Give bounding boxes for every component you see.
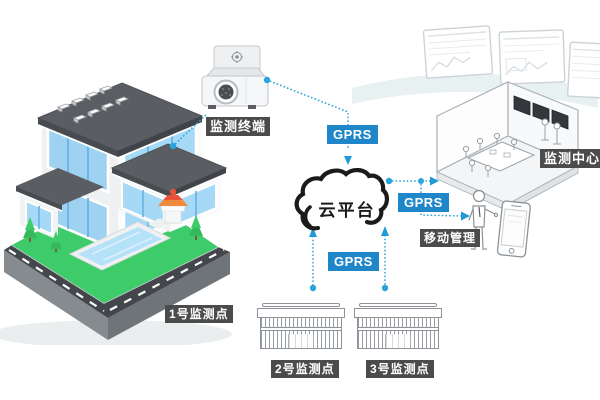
control-screens-illustration: [352, 25, 600, 108]
gprs-badge-2: GPRS: [398, 193, 449, 212]
label-terminal: 监测终端: [206, 117, 271, 136]
gprs-badge-1: GPRS: [327, 125, 378, 144]
wall-displays: [513, 95, 569, 130]
cloud-platform-label: 云平台: [318, 201, 376, 220]
trees: [23, 215, 203, 252]
swimming-pool: [68, 221, 172, 271]
building2-illustration: [257, 303, 345, 349]
platform-side-right: [108, 252, 230, 340]
building3-illustration: [354, 303, 442, 349]
road-dashes-left: [8, 249, 105, 312]
platform-side-left: [4, 250, 108, 340]
cloud-outline: [294, 168, 389, 231]
building-door: [385, 334, 411, 348]
terminal-illustration: [201, 45, 269, 109]
label-point1: 1号监测点: [165, 305, 233, 323]
smartphone: [496, 200, 531, 258]
label-point2: 2号监测点: [271, 360, 339, 378]
wall-screen-1: [422, 25, 494, 79]
wall-screen-2: [498, 29, 566, 85]
cloud-flourish: [303, 205, 312, 228]
staff-and-desks: [462, 118, 561, 177]
solar-panels: [57, 85, 129, 124]
mobile-person-illustration: [468, 189, 531, 258]
fan-icon: [231, 51, 243, 63]
label-mobile: 移动管理: [420, 229, 481, 247]
garden-kiosk: [158, 188, 188, 224]
label-point3: 3号监测点: [366, 360, 434, 378]
building-door: [288, 334, 314, 348]
wall-screen-3: [567, 41, 600, 99]
vent-grille: [218, 84, 234, 100]
road-dashes-right: [109, 249, 225, 311]
cloud-illustration: [294, 168, 389, 231]
label-center: 监测中心: [540, 149, 600, 168]
house-front-wing: [110, 143, 228, 232]
gprs-badge-3: GPRS: [328, 252, 379, 271]
house-illustration: [0, 82, 232, 345]
